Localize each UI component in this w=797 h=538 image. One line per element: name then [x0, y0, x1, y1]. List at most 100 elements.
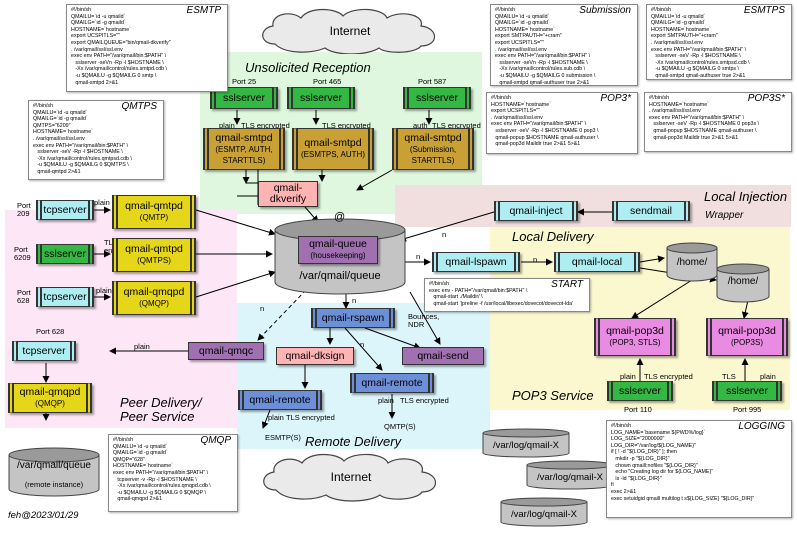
script-line: exec env PATH="/var/qmail/bin:$PATH" \: [651, 46, 747, 53]
script-line: export SMTPAUTH="+cram": [495, 33, 562, 40]
qmail-smtpd-esmtps[interactable]: qmail-smtpd(ESMTPS, AUTH): [292, 128, 374, 170]
sslserver-port-465[interactable]: sslserver: [287, 87, 355, 109]
qmail-send[interactable]: qmail-send: [402, 347, 484, 365]
qmail-qmtpd-qmtp-sub: (QMTP): [139, 213, 169, 222]
script-line: -Xx /var/qmail/control/rules.sub.cdb \: [495, 66, 586, 73]
qmail-lspawn[interactable]: qmail-lspawn: [432, 252, 520, 272]
script-line: exec setuidgid qmaill multilog t s${LOG_…: [611, 495, 755, 502]
script-line: QMAILU=`id -u qmaild`: [71, 13, 126, 20]
script-line: sslserver -seV -Rp -l $HOSTNAME \: [651, 53, 741, 60]
script-line: export UCSPITLS="": [491, 108, 540, 115]
script-line: HOSTNAME=`hostname`: [649, 101, 709, 108]
script-title-submission: Submission: [579, 5, 631, 16]
script-line: export UCSPITLS="": [495, 39, 544, 46]
plain-label-628: plain: [96, 286, 112, 295]
region-title-peer: Peer Delivery/ Peer Service: [120, 395, 202, 424]
qmail-qmtpd-qmtps[interactable]: qmail-qmtpd(QMTPS): [112, 238, 196, 272]
region-title-local-injection: Local Injection: [704, 189, 788, 204]
tls-label-pop3s: TLS: [722, 372, 736, 381]
qmtps-out-label: QMTP(S): [384, 422, 416, 431]
port-587-label: Port 587: [418, 77, 447, 86]
tls-label-25: TLS encrypted: [241, 121, 290, 130]
script-line: sslserver -seV -Rp -l $HOSTNAME \: [33, 149, 123, 156]
home-cylinder-1: /home/: [666, 242, 718, 282]
tcpserver-peer[interactable]: tcpserver: [12, 341, 76, 361]
tcpserver-port-209[interactable]: tcpserver: [36, 200, 94, 220]
qmail-qmtpd-qmtp-label: qmail-qmtpd: [125, 200, 183, 212]
script-line: ls -ld "${LOG_DIR}": [611, 475, 662, 482]
qmail-pop3d-pop3[interactable]: qmail-pop3d(POP3, STLS): [594, 318, 676, 356]
qmail-queue[interactable]: qmail-queue(housekeeping): [298, 236, 378, 264]
log-label-2: /var/log/qmail-X: [537, 472, 603, 483]
script-line: -Xx /var/qmail/control/rules.qmtpsd.cdb …: [33, 155, 132, 162]
sendmail[interactable]: sendmail: [612, 201, 690, 221]
plain-label-remote-2: plain: [378, 396, 394, 405]
region-title-unsolicited: Unsolicited Reception: [245, 60, 371, 75]
qmail-rspawn[interactable]: qmail-rspawn: [311, 308, 395, 328]
script-line: #!/bin/sh: [33, 103, 54, 109]
script-title-start: START: [551, 279, 583, 290]
qmail-inject[interactable]: qmail-inject: [494, 201, 578, 221]
qmail-qmqpd-peer[interactable]: qmail-qmqpd(QMQP): [8, 383, 92, 413]
script-line: sslserver -seV -Rp -l $HOSTNAME 0 pop3s …: [649, 121, 760, 128]
script-title-qmtps: QMTPS: [121, 101, 157, 112]
port-25-label: Port 25: [232, 77, 257, 86]
tcpserver-port-628[interactable]: tcpserver: [36, 287, 94, 307]
internet-label-top: Internet: [329, 24, 371, 38]
port-465-label: Port 465: [313, 77, 342, 86]
region-title-local-delivery: Local Delivery: [512, 229, 594, 244]
qmail-queue-sub: (housekeeping): [310, 251, 366, 260]
script-line: exec env PATH="/var/qmail/bin:$PATH" \: [649, 114, 745, 121]
esmtps-out-label: ESMTP(S): [265, 433, 301, 442]
log-label-1: /var/log/qmail-X: [493, 440, 559, 451]
script-line: qmail-qmtpd 2>&1: [33, 168, 81, 175]
sslserver-port-25[interactable]: sslserver: [210, 87, 278, 109]
script-line: . /var/qmail/ssl/ssl.env: [495, 46, 547, 53]
script-title-logging: LOGGING: [738, 421, 785, 432]
script-line: mkdir -p "${LOG_DIR}": [611, 455, 670, 462]
script-line: qmail-start ./Maildir/ \: [429, 294, 483, 301]
qmail-queue-label: qmail-queue: [309, 238, 367, 250]
log-cylinder-1: /var/log/qmail-X: [482, 428, 570, 458]
credit-label: feh@2023/01/29: [8, 510, 79, 521]
sslserver-port-587[interactable]: sslserver: [403, 87, 471, 109]
qmail-qmqpd-local-label: qmail-qmqpd: [123, 286, 185, 298]
qmail-qmtpd-qmtp[interactable]: qmail-qmtpd(QMTP): [112, 195, 196, 229]
script-title-esmtps: ESMTPS: [743, 5, 785, 16]
script-line: sslserver -seV -Rp -l $HOSTNAME 0 pop3 \: [491, 127, 599, 134]
qmail-remote-qmtp[interactable]: qmail-remote: [350, 373, 434, 393]
qmail-qmqc[interactable]: qmail-qmqc: [188, 342, 264, 360]
qmail-pop3d-pop3s-label: qmail-pop3d: [718, 325, 776, 337]
script-line: QMAILG=`id -g qmaild`: [495, 20, 550, 27]
qmail-pop3d-pop3s[interactable]: qmail-pop3d(POP3S): [706, 318, 788, 356]
script-line: QMTPS="6209": [33, 122, 71, 129]
script-line: qmail-qmqpd 2>&1: [113, 496, 163, 503]
script-line: . /var/qmail/ssl/ssl.env: [651, 39, 703, 46]
qmail-smtpd-submission[interactable]: qmail-smtpd(Submission, STARTTLS): [392, 128, 474, 170]
plain-label-pop3: plain: [620, 372, 636, 381]
script-line: -Xx /var/qmail/control/rules.smtpd.cdb \: [71, 66, 167, 73]
script-line: sslserver -seVn -Rp -l $HOSTNAME \: [495, 59, 588, 66]
script-line: QMAILU=`id -u qmaild`: [495, 13, 550, 20]
qmail-local[interactable]: qmail-local: [554, 252, 640, 272]
qmail-smtpd-esmtps-sub: (ESMTPS, AUTH): [300, 150, 365, 159]
script-line: -Xx /var/qmail/control/rules.smtpsd.cdb …: [651, 59, 750, 66]
sslserver-port-6209[interactable]: sslserver: [36, 244, 94, 264]
script-line: -u $QMAILU -g $QMAILG 0 smtp \: [71, 72, 157, 79]
home-cylinder-2: /home/: [716, 263, 770, 303]
script-line: HOSTNAME=`hostname`: [495, 26, 555, 33]
qmail-dksign[interactable]: qmail-dksign: [276, 347, 354, 365]
script-line: export QMAILQUEUE="bin/qmail-dkverify": [71, 39, 171, 46]
qmail-remote-esmtp[interactable]: qmail-remote: [238, 390, 322, 410]
sslserver-port-110[interactable]: sslserver: [607, 381, 673, 401]
qmail-qmqpd-local[interactable]: qmail-qmqpd(QMQP): [112, 281, 196, 315]
sslserver-port-995[interactable]: sslserver: [712, 381, 782, 401]
script-line: exec env PATH="/var/qmail/bin:$PATH" \: [71, 53, 167, 60]
internet-cloud-top: Internet: [255, 8, 445, 55]
qmail-smtpd-esmtp[interactable]: qmail-smtpd(ESMTP, AUTH, STARTTLS): [203, 128, 285, 170]
remote-queue-label: /var/qmail/queue: [17, 460, 91, 471]
qmail-dkverify[interactable]: qmail- dkverify: [258, 181, 318, 207]
script-line: -u $QMAILU -g $QMAILG 0 smtps \: [651, 66, 740, 73]
